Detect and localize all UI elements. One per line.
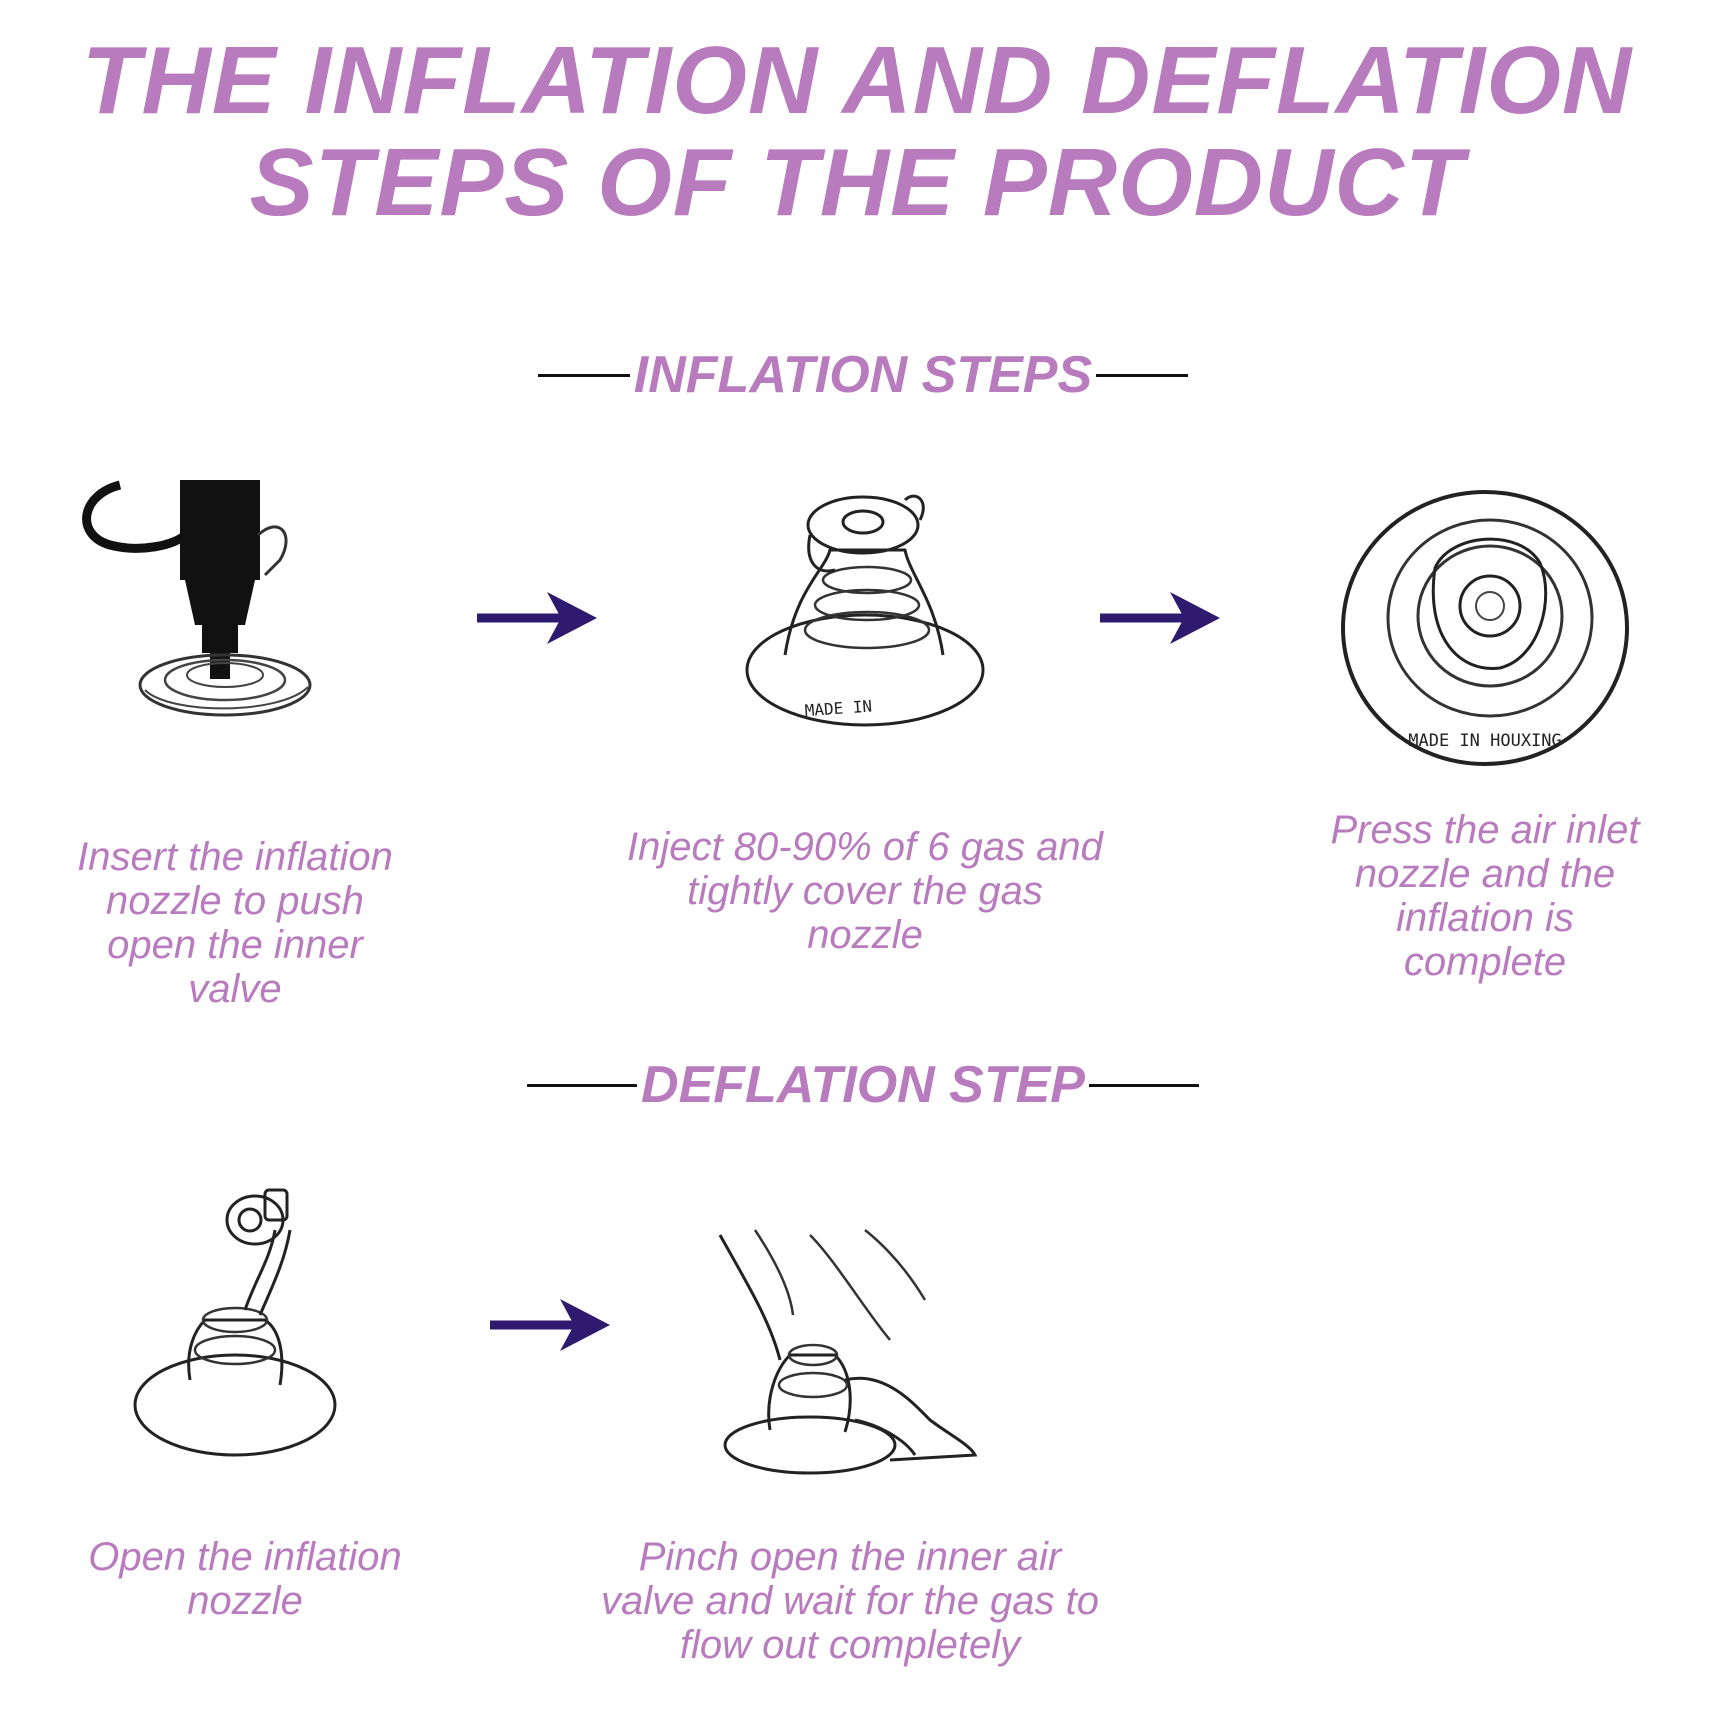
heading-rule-left: [527, 1083, 638, 1087]
inflation-step-1-caption: Insert the inflation nozzle to push open…: [77, 835, 393, 1011]
arrow-right-icon: [477, 592, 597, 644]
deflation-heading: DEFLATION STEP: [520, 1055, 1206, 1115]
title-line-1: THE INFLATION AND DEFLATION: [81, 27, 1633, 134]
inflation-step-1-illustration: [82, 480, 312, 717]
arrow-right-icon: [1100, 592, 1220, 644]
inflation-step-2-illustration: MADE IN: [745, 494, 985, 727]
deflation-step-2-caption: Pinch open the inner air valve and wait …: [600, 1535, 1100, 1667]
deflation-step-2-illustration: [718, 1229, 978, 1475]
deflation-heading-label: DEFLATION STEP: [641, 1056, 1085, 1114]
stamp-text: MADE IN HOUXING: [1408, 731, 1562, 751]
inflation-step-3-caption: Press the air inlet nozzle and the infla…: [1330, 808, 1640, 984]
deflation-step-1-caption: Open the inflation nozzle: [88, 1535, 402, 1623]
title-line-2: STEPS OF THE PRODUCT: [249, 129, 1465, 236]
inflation-heading: INFLATION STEPS: [520, 345, 1206, 405]
deflation-step-1-illustration: [133, 1188, 337, 1457]
page-title: THE INFLATION AND DEFLATION STEPS OF THE…: [0, 30, 1714, 234]
inflation-step-2-caption: Inject 80-90% of 6 gas and tightly cover…: [627, 825, 1103, 957]
inflation-step-3-illustration: MADE IN HOUXING: [1341, 490, 1629, 766]
stamp-text: MADE IN: [804, 697, 873, 721]
inflation-heading-label: INFLATION STEPS: [633, 346, 1093, 404]
heading-rule-right: [1096, 373, 1189, 377]
heading-rule-right: [1088, 1083, 1199, 1087]
heading-rule-left: [537, 373, 630, 377]
arrow-right-icon: [490, 1299, 610, 1351]
